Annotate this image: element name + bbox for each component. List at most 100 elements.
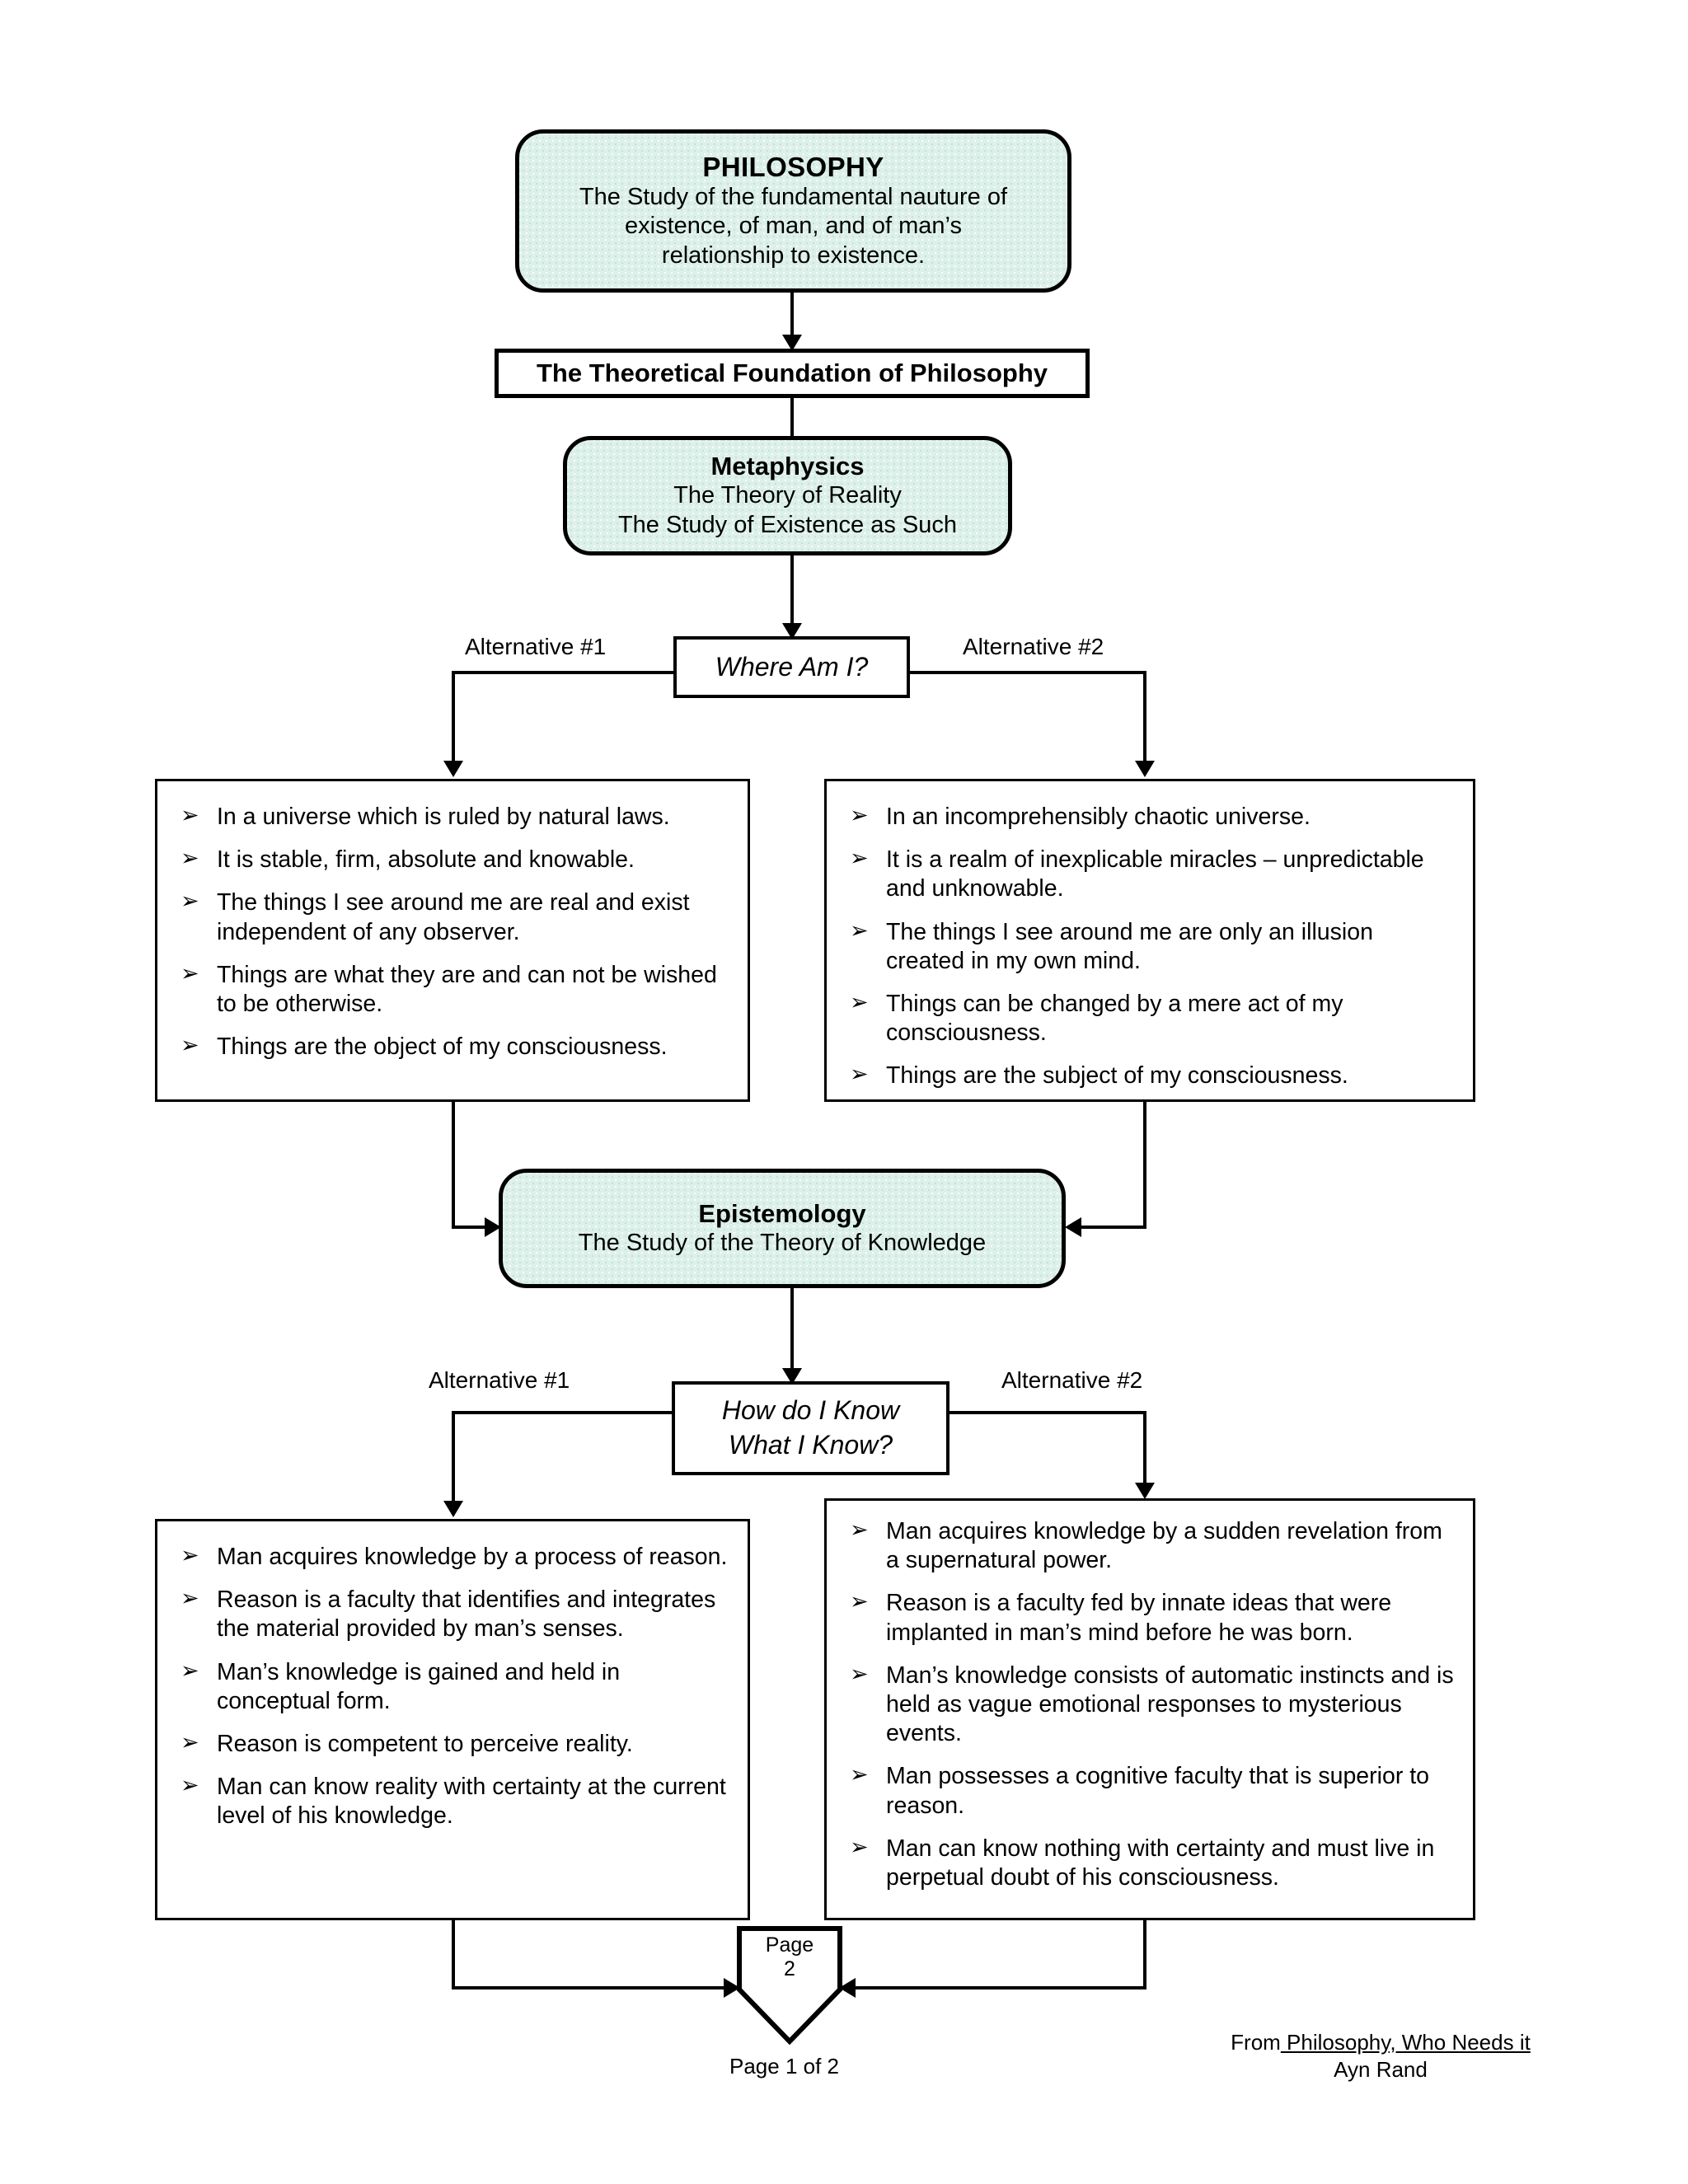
list-item: ➢ Things are the subject of my consciousn… [842, 1062, 1455, 1090]
list-item: ➢ Man’s knowledge is gained and held in c… [172, 1658, 729, 1716]
source-attribution: From Philosophy, Who Needs it Ayn Rand [1195, 2029, 1566, 2084]
bullet-arrow-icon: ➢ [181, 960, 199, 986]
connector-epi-alt2-to-page2-horizontal [853, 1986, 1146, 1990]
list-epistemology-alt1-items: ➢ Man acquires knowledge by a process of … [172, 1543, 729, 1831]
metaphysics-line-2: The Study of Existence as Such [617, 511, 958, 538]
list-item: ➢ Man possesses a cognitive faculty that … [842, 1762, 1455, 1820]
bullet-arrow-icon: ➢ [850, 1589, 869, 1615]
bullet-arrow-icon: ➢ [850, 1062, 869, 1087]
node-theoretical-foundation: The Theoretical Foundation of Philosophy [495, 349, 1090, 398]
list-item: ➢ The things I see around me are real and… [172, 888, 729, 946]
edge-label-epistemology-alt1: Alternative #1 [429, 1367, 570, 1393]
bullet-arrow-icon: ➢ [181, 803, 199, 827]
list-metaphysics-alt2: ➢In an incomprehensibly chaotic universe… [824, 779, 1475, 1102]
connector-epistemology-right-vertical [1143, 1411, 1146, 1493]
bullet-arrow-icon: ➢ [181, 1033, 199, 1058]
bullet-arrow-icon: ➢ [181, 1773, 199, 1798]
connector-metaphysics-to-question [790, 555, 794, 636]
source-line: From Philosophy, Who Needs it [1195, 2029, 1566, 2056]
list-epistemology-alt1: ➢ Man acquires knowledge by a process of … [155, 1519, 750, 1920]
how-do-i-know-line-2: What I Know? [728, 1430, 893, 1460]
connector-metaphysics-left-horizontal [452, 671, 676, 674]
page-2-connector-line-1: Page [765, 1933, 814, 1957]
connector-alt2-to-epistemology-horizontal [1078, 1226, 1146, 1229]
page-2-connector-line-2: 2 [784, 1957, 795, 1980]
bullet-arrow-icon: ➢ [850, 917, 869, 943]
list-item: ➢ Things are what they are and can not be… [172, 961, 729, 1019]
list-item: ➢ Man acquires knowledge by a process of … [172, 1543, 729, 1572]
list-item: ➢It is a realm of inexplicable miracles … [842, 846, 1455, 903]
node-page-2-connector: Page 2 [736, 1925, 843, 2046]
list-item-text: Reason is a faculty fed by innate ideas … [886, 1590, 1392, 1646]
epistemology-title: Epistemology [698, 1198, 866, 1228]
list-item-text: Man possesses a cognitive faculty that i… [886, 1763, 1429, 1819]
node-epistemology: Epistemology The Study of the Theory of … [499, 1169, 1066, 1288]
bullet-arrow-icon: ➢ [181, 846, 199, 871]
arrowhead-epi-alt1-to-page2 [724, 1978, 740, 1998]
page-number-label: Page 1 of 2 [729, 2054, 839, 2079]
connector-epi-alt1-to-page2-horizontal [452, 1986, 732, 1990]
bullet-arrow-icon: ➢ [181, 1543, 199, 1568]
list-item-text: Things are what they are and can not be … [217, 961, 717, 1017]
list-item-text: In a universe which is ruled by natural … [217, 804, 670, 830]
list-item-text: It is a realm of inexplicable miracles –… [886, 846, 1424, 902]
connector-alt1-to-epistemology-horizontal [452, 1226, 497, 1229]
bullet-arrow-icon: ➢ [850, 1834, 869, 1859]
list-item-text: Man acquires knowledge by a sudden revel… [886, 1518, 1442, 1574]
arrowhead-alt1-to-epistemology [485, 1217, 501, 1237]
connector-metaphysics-left-vertical [452, 671, 455, 771]
list-item-text: It is stable, firm, absolute and knowabl… [217, 846, 635, 874]
bullet-arrow-icon: ➢ [850, 1661, 869, 1686]
list-item-text: Reason is a faculty that identifies and … [217, 1586, 716, 1643]
philosophy-line-2: existence, of man, and of man’s [625, 213, 962, 240]
list-item-text: Things are the subject of my consciousne… [886, 1062, 1348, 1090]
connector-philosophy-to-foundation [790, 293, 794, 342]
foundation-title: The Theoretical Foundation of Philosophy [537, 358, 1048, 387]
edge-label-metaphysics-alt1: Alternative #1 [465, 634, 607, 659]
connector-metaphysics-right-vertical [1143, 671, 1146, 771]
list-item: ➢ In a universe which is ruled by natural… [172, 803, 729, 832]
philosophy-title: PHILOSOPHY [702, 151, 884, 182]
arrowhead-epistemology-left [443, 1501, 463, 1517]
connector-alt1-to-epistemology-vertical [452, 1102, 455, 1227]
arrowhead-metaphysics-to-question [782, 623, 802, 640]
bullet-arrow-icon: ➢ [181, 888, 199, 914]
list-epistemology-alt2: ➢ Man acquires knowledge by a sudden reve… [824, 1498, 1475, 1920]
node-where-am-i: Where Am I? [673, 636, 910, 698]
list-item: ➢ It is stable, firm, absolute and knowab… [172, 846, 729, 874]
connector-alt2-to-epistemology-vertical [1143, 1102, 1146, 1227]
arrowhead-epistemology-right [1135, 1483, 1155, 1499]
connector-foundation-to-metaphysics [790, 398, 794, 449]
arrowhead-metaphysics-left [443, 761, 463, 777]
connector-epistemology-right-horizontal [947, 1411, 1146, 1414]
arrowhead-alt2-to-epistemology [1065, 1217, 1081, 1237]
list-metaphysics-alt1-items: ➢ In a universe which is ruled by natural… [172, 803, 729, 1062]
list-item-text: Reason is competent to perceive reality. [217, 1730, 633, 1757]
list-item: ➢Man acquires knowledge by a sudden reve… [842, 1517, 1455, 1575]
node-philosophy: PHILOSOPHY The Study of the fundamental … [515, 129, 1071, 293]
list-item-text: Man can know nothing with certainty and … [886, 1835, 1435, 1891]
list-item: ➢In an incomprehensibly chaotic universe… [842, 803, 1455, 832]
list-epistemology-alt2-items: ➢ Man acquires knowledge by a sudden reve… [842, 1517, 1455, 1892]
list-metaphysics-alt1: ➢ In a universe which is ruled by natural… [155, 779, 750, 1102]
connector-epistemology-left-horizontal [452, 1411, 674, 1414]
list-item-text: Man’s knowledge is gained and held in co… [217, 1658, 621, 1714]
epistemology-line-1: The Study of the Theory of Knowledge [578, 1230, 987, 1257]
list-item-text: Man acquires knowledge by a process of r… [217, 1544, 728, 1570]
list-item: ➢Man can know reality with certainty at … [172, 1773, 729, 1830]
connector-epistemology-left-vertical [452, 1411, 455, 1511]
page-2-connector-label: Page 2 [736, 1925, 843, 1981]
source-prefix: From [1231, 2030, 1281, 2055]
edge-label-metaphysics-alt2: Alternative #2 [963, 634, 1104, 659]
bullet-arrow-icon: ➢ [181, 1657, 199, 1683]
bullet-arrow-icon: ➢ [850, 1762, 869, 1788]
list-item-text: The things I see around me are real and … [217, 889, 690, 945]
list-item-text: Things can be changed by a mere act of m… [886, 990, 1343, 1047]
where-am-i-text: Where Am I? [715, 651, 869, 682]
node-how-do-i-know: How do I Know What I Know? [672, 1381, 950, 1475]
list-item: ➢Man’s knowledge consists of automatic i… [842, 1661, 1455, 1749]
metaphysics-line-1: The Theory of Reality [673, 482, 902, 509]
connector-epi-alt2-to-page2-vertical [1143, 1920, 1146, 1990]
connector-metaphysics-right-horizontal [907, 671, 1146, 674]
bullet-arrow-icon: ➢ [181, 1729, 199, 1755]
